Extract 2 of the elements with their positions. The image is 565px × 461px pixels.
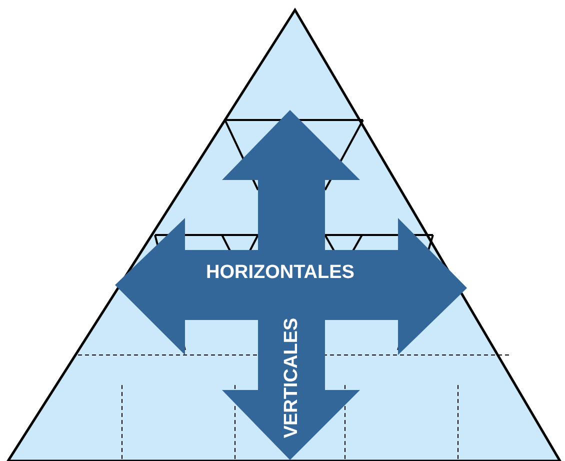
arrow-label: HORIZONTALES xyxy=(206,262,354,284)
arrow-label: VERTICALES xyxy=(281,318,303,438)
